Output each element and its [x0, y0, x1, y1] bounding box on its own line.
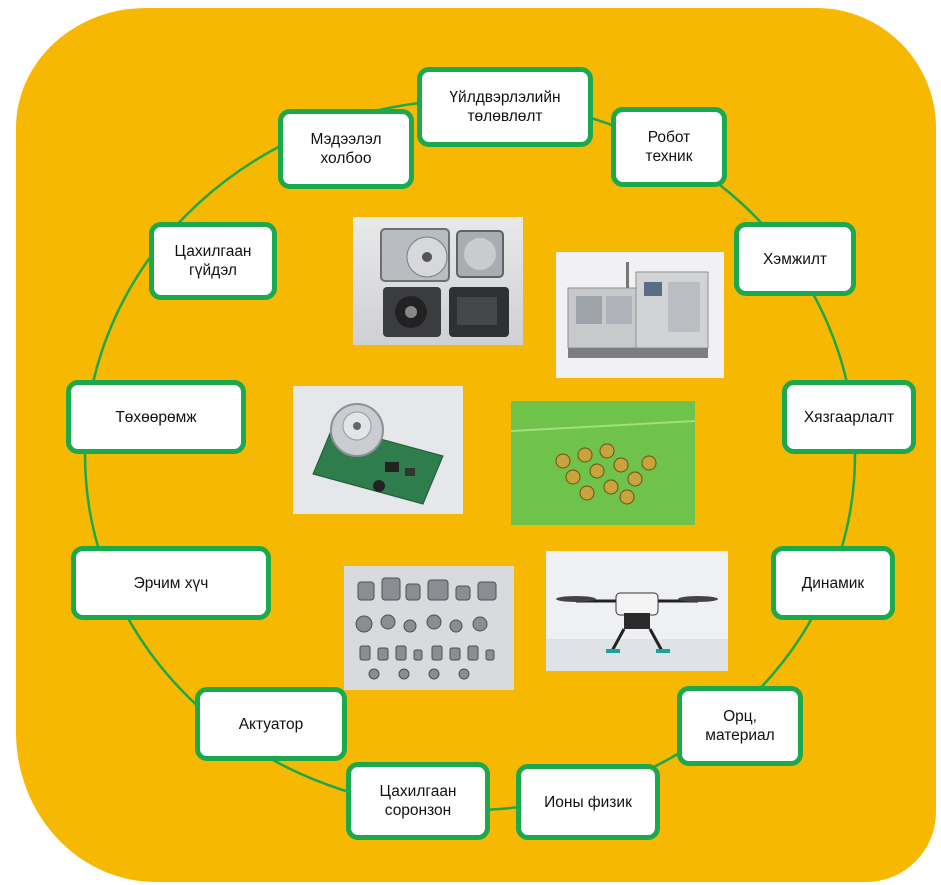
micro-motors-photo	[344, 566, 514, 690]
hard-disk-drive-photo	[353, 217, 523, 345]
node-ion-physics: Ионы физик	[516, 764, 660, 840]
robot-swarm-photo	[511, 401, 695, 525]
node-equipment: Төхөөрөмж	[66, 380, 246, 454]
node-electromagnetism: Цахилгаан соронзон	[346, 762, 490, 840]
node-electric-current: Цахилгаан гүйдэл	[149, 222, 277, 300]
node-label: Ионы физик	[544, 793, 632, 811]
node-label: Үйлдвэрлэлийн төлөвлөлт	[449, 89, 561, 125]
node-control: Хязгаарлалт	[782, 380, 916, 454]
node-label: Төхөөрөмж	[115, 408, 197, 426]
industrial-machine-photo	[556, 252, 724, 378]
node-label: Хязгаарлалт	[803, 408, 895, 426]
node-label: Робот техник	[645, 129, 693, 165]
node-measurement: Хэмжилт	[734, 222, 856, 296]
node-label: Эрчим хүч	[133, 574, 209, 592]
node-materials: Орц, материал	[677, 686, 803, 766]
node-label: Орц, материал	[705, 708, 775, 744]
node-label: Цахилгаан соронзон	[379, 783, 457, 819]
node-label: Цахилгаан гүйдэл	[174, 243, 252, 279]
node-energy: Эрчим хүч	[71, 546, 271, 620]
node-actuator: Актуатор	[195, 687, 347, 761]
drone-photo	[546, 551, 728, 671]
node-dynamics: Динамик	[771, 546, 895, 620]
node-information-communication: Мэдээлэл холбоо	[278, 109, 414, 189]
node-label: Хэмжилт	[762, 250, 828, 268]
node-label: Мэдээлэл холбоо	[310, 131, 382, 167]
node-label: Актуатор	[238, 715, 304, 733]
node-production-planning: Үйлдвэрлэлийн төлөвлөлт	[417, 67, 593, 147]
node-robotics: Робот техник	[611, 107, 727, 187]
motor-board-photo	[293, 386, 463, 514]
node-label: Динамик	[801, 574, 865, 592]
